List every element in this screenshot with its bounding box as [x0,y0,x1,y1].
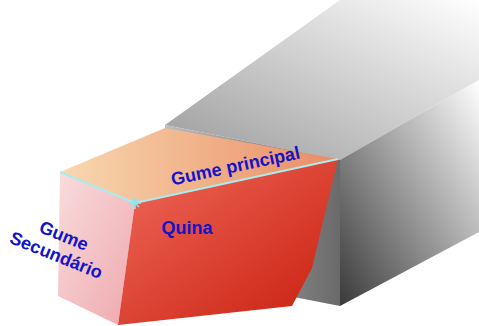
shank-side-face [340,80,479,306]
corner-star [129,197,141,209]
main-flank [118,159,338,325]
corner-label: Quina [161,218,212,239]
secondary-edge-line [60,172,135,203]
